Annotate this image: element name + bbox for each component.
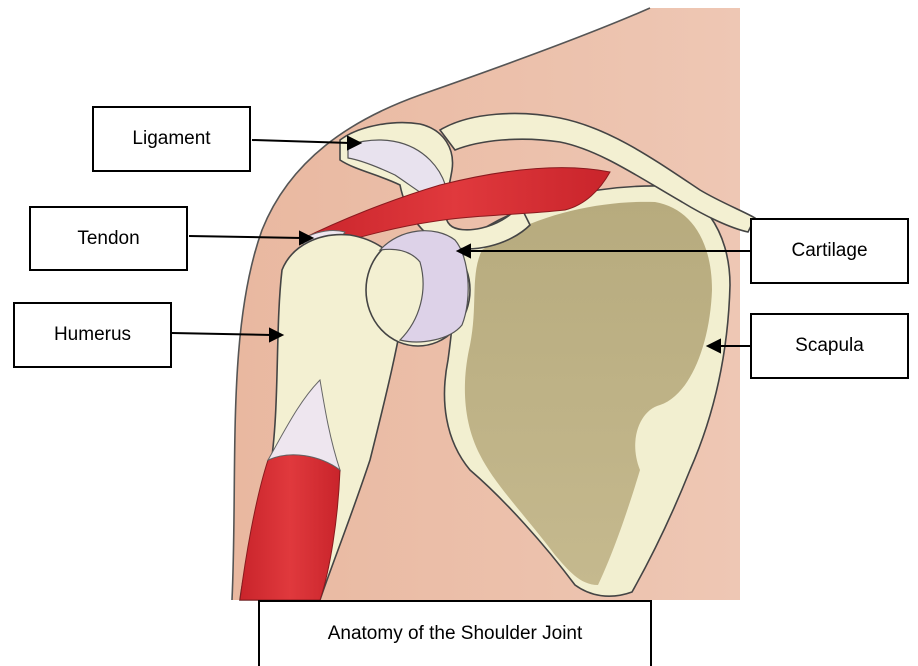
tendon-label: Tendon — [29, 206, 188, 271]
diagram-caption: Anatomy of the Shoulder Joint — [258, 600, 652, 666]
scapula-label: Scapula — [750, 313, 909, 379]
ligament-label: Ligament — [92, 106, 251, 172]
humerus-label: Humerus — [13, 302, 172, 368]
cartilage-label: Cartilage — [750, 218, 909, 284]
